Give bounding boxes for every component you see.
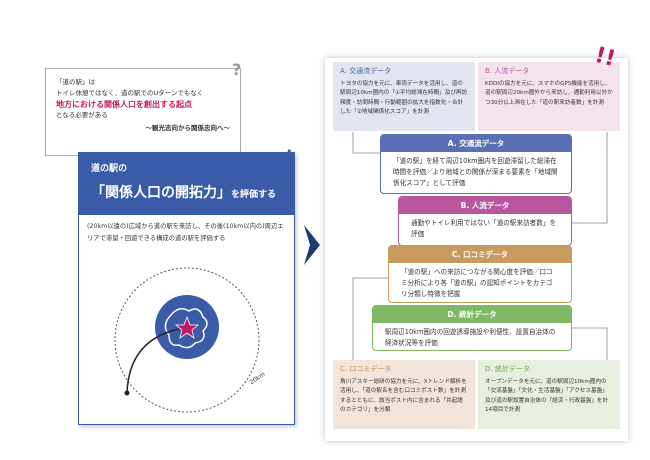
source-title: D. 統計データ	[485, 365, 530, 373]
visit-arrow	[126, 328, 180, 394]
outer-radius-circle	[114, 267, 260, 413]
region-outline	[164, 308, 208, 349]
question-mark-icon: ?	[232, 60, 242, 79]
step-text: 「道の駅」への来訪につながる関心度を評価／口コミ分析により各「道の駅」の認知ポイ…	[401, 268, 553, 298]
step-title: C. 口コミデータ	[389, 246, 571, 263]
card-title: 「関係人口の開拓力」を評価する	[91, 182, 282, 202]
station-star-icon	[174, 315, 200, 339]
chevron-right-icon	[304, 225, 320, 265]
source-text: 角川アスキー総研の協力を元に、Xトレンド解析を活用し、「道の駅名を含む口コミポス…	[340, 378, 467, 414]
title-main: 「関係人口の開拓力」	[91, 185, 231, 201]
title-suffix: を評価する	[231, 190, 277, 200]
connector-lines	[352, 132, 608, 360]
source-text: トヨタの協力を元に、車両データを活用し、道の駅周辺10km圏内の「①平均総滞在時…	[340, 80, 468, 116]
card-subtitle: 道の駅の	[91, 164, 128, 174]
step-text: 駅周辺10km圏内の回遊誘導施設や利便性、設置自治体の経済状況等を評価	[385, 328, 556, 347]
premise-tagline: 〜観光志向から関係志向へ〜	[145, 124, 231, 132]
source-text: KDDIの協力を元に、スマホのGPS機能を活用し、道の駅周辺20km圏外から来訪…	[485, 80, 613, 106]
source-card-reviews: C. 口コミデータ 角川アスキー総研の協力を元に、Xトレンド解析を活用し、「道の…	[333, 360, 475, 429]
source-title: B. 人流データ	[485, 67, 530, 75]
card-description: (20km以遠の)広域から道の駅を来訪し、その後(10km以内の)周辺エリアで滞…	[87, 223, 284, 242]
step-text: 「道の駅」を経て周辺10km圏内を回遊滞留した総滞在時間を評価／より地域との関係…	[393, 157, 558, 187]
step-traffic: A. 交通流データ 「道の駅」を経て周辺10km圏内を回遊滞留した総滞在時間を評…	[380, 134, 572, 194]
step-title: D. 統計データ	[373, 306, 571, 323]
step-statistics: D. 統計データ 駅周辺10km圏内の回遊誘導施設や利便性、設置自治体の経済状況…	[372, 305, 572, 351]
premise-emphasis: 地方における関係人口を創出する起点	[56, 100, 192, 109]
step-people: B. 人流データ 通勤やトイレ利用ではない「道の駅来訪者数」を評価	[398, 196, 572, 246]
step-text: 通勤やトイレ利用ではない「道の駅来訪者数」を評価	[411, 219, 557, 238]
source-text: オープンデータを元に、道の駅周辺10km圏内の「交流基盤」「文化・生活基盤」「ア…	[485, 378, 609, 414]
card-header: 道の駅の 「関係人口の開拓力」を評価する	[79, 153, 294, 215]
source-title: A. 交通流データ	[340, 67, 392, 75]
premise-box: 「道の駅」は トイレ休憩ではなく、道の駅でのUターンでもなく 地方における関係人…	[45, 68, 241, 156]
premise-line: となる必要がある	[56, 111, 108, 119]
source-card-people: B. 人流データ KDDIの協力を元に、スマホのGPS機能を活用し、道の駅周辺2…	[478, 62, 620, 131]
arrow-origin	[124, 390, 130, 396]
step-title: A. 交通流データ	[381, 135, 571, 152]
source-card-statistics: D. 統計データ オープンデータを元に、道の駅周辺10km圏内の「交流基盤」「文…	[478, 360, 620, 429]
radius-diagram	[114, 267, 260, 413]
premise-line: トイレ休憩ではなく、道の駅でのUターンでもなく	[56, 89, 204, 97]
step-reviews: C. 口コミデータ 「道の駅」への来訪につながる関心度を評価／口コミ分析により各…	[388, 245, 572, 303]
premise-line: 「道の駅」は	[56, 78, 95, 86]
source-card-traffic: A. 交通流データ トヨタの協力を元に、車両データを活用し、道の駅周辺10km圏…	[333, 62, 475, 131]
step-title: B. 人流データ	[399, 197, 571, 214]
data-panel: A. 交通流データ トヨタの協力を元に、車両データを活用し、道の駅周辺10km圏…	[325, 58, 628, 441]
source-title: C. 口コミデータ	[340, 365, 392, 373]
evaluation-card: 道の駅の 「関係人口の開拓力」を評価する (20km以遠の)広域から道の駅を来訪…	[78, 152, 295, 425]
